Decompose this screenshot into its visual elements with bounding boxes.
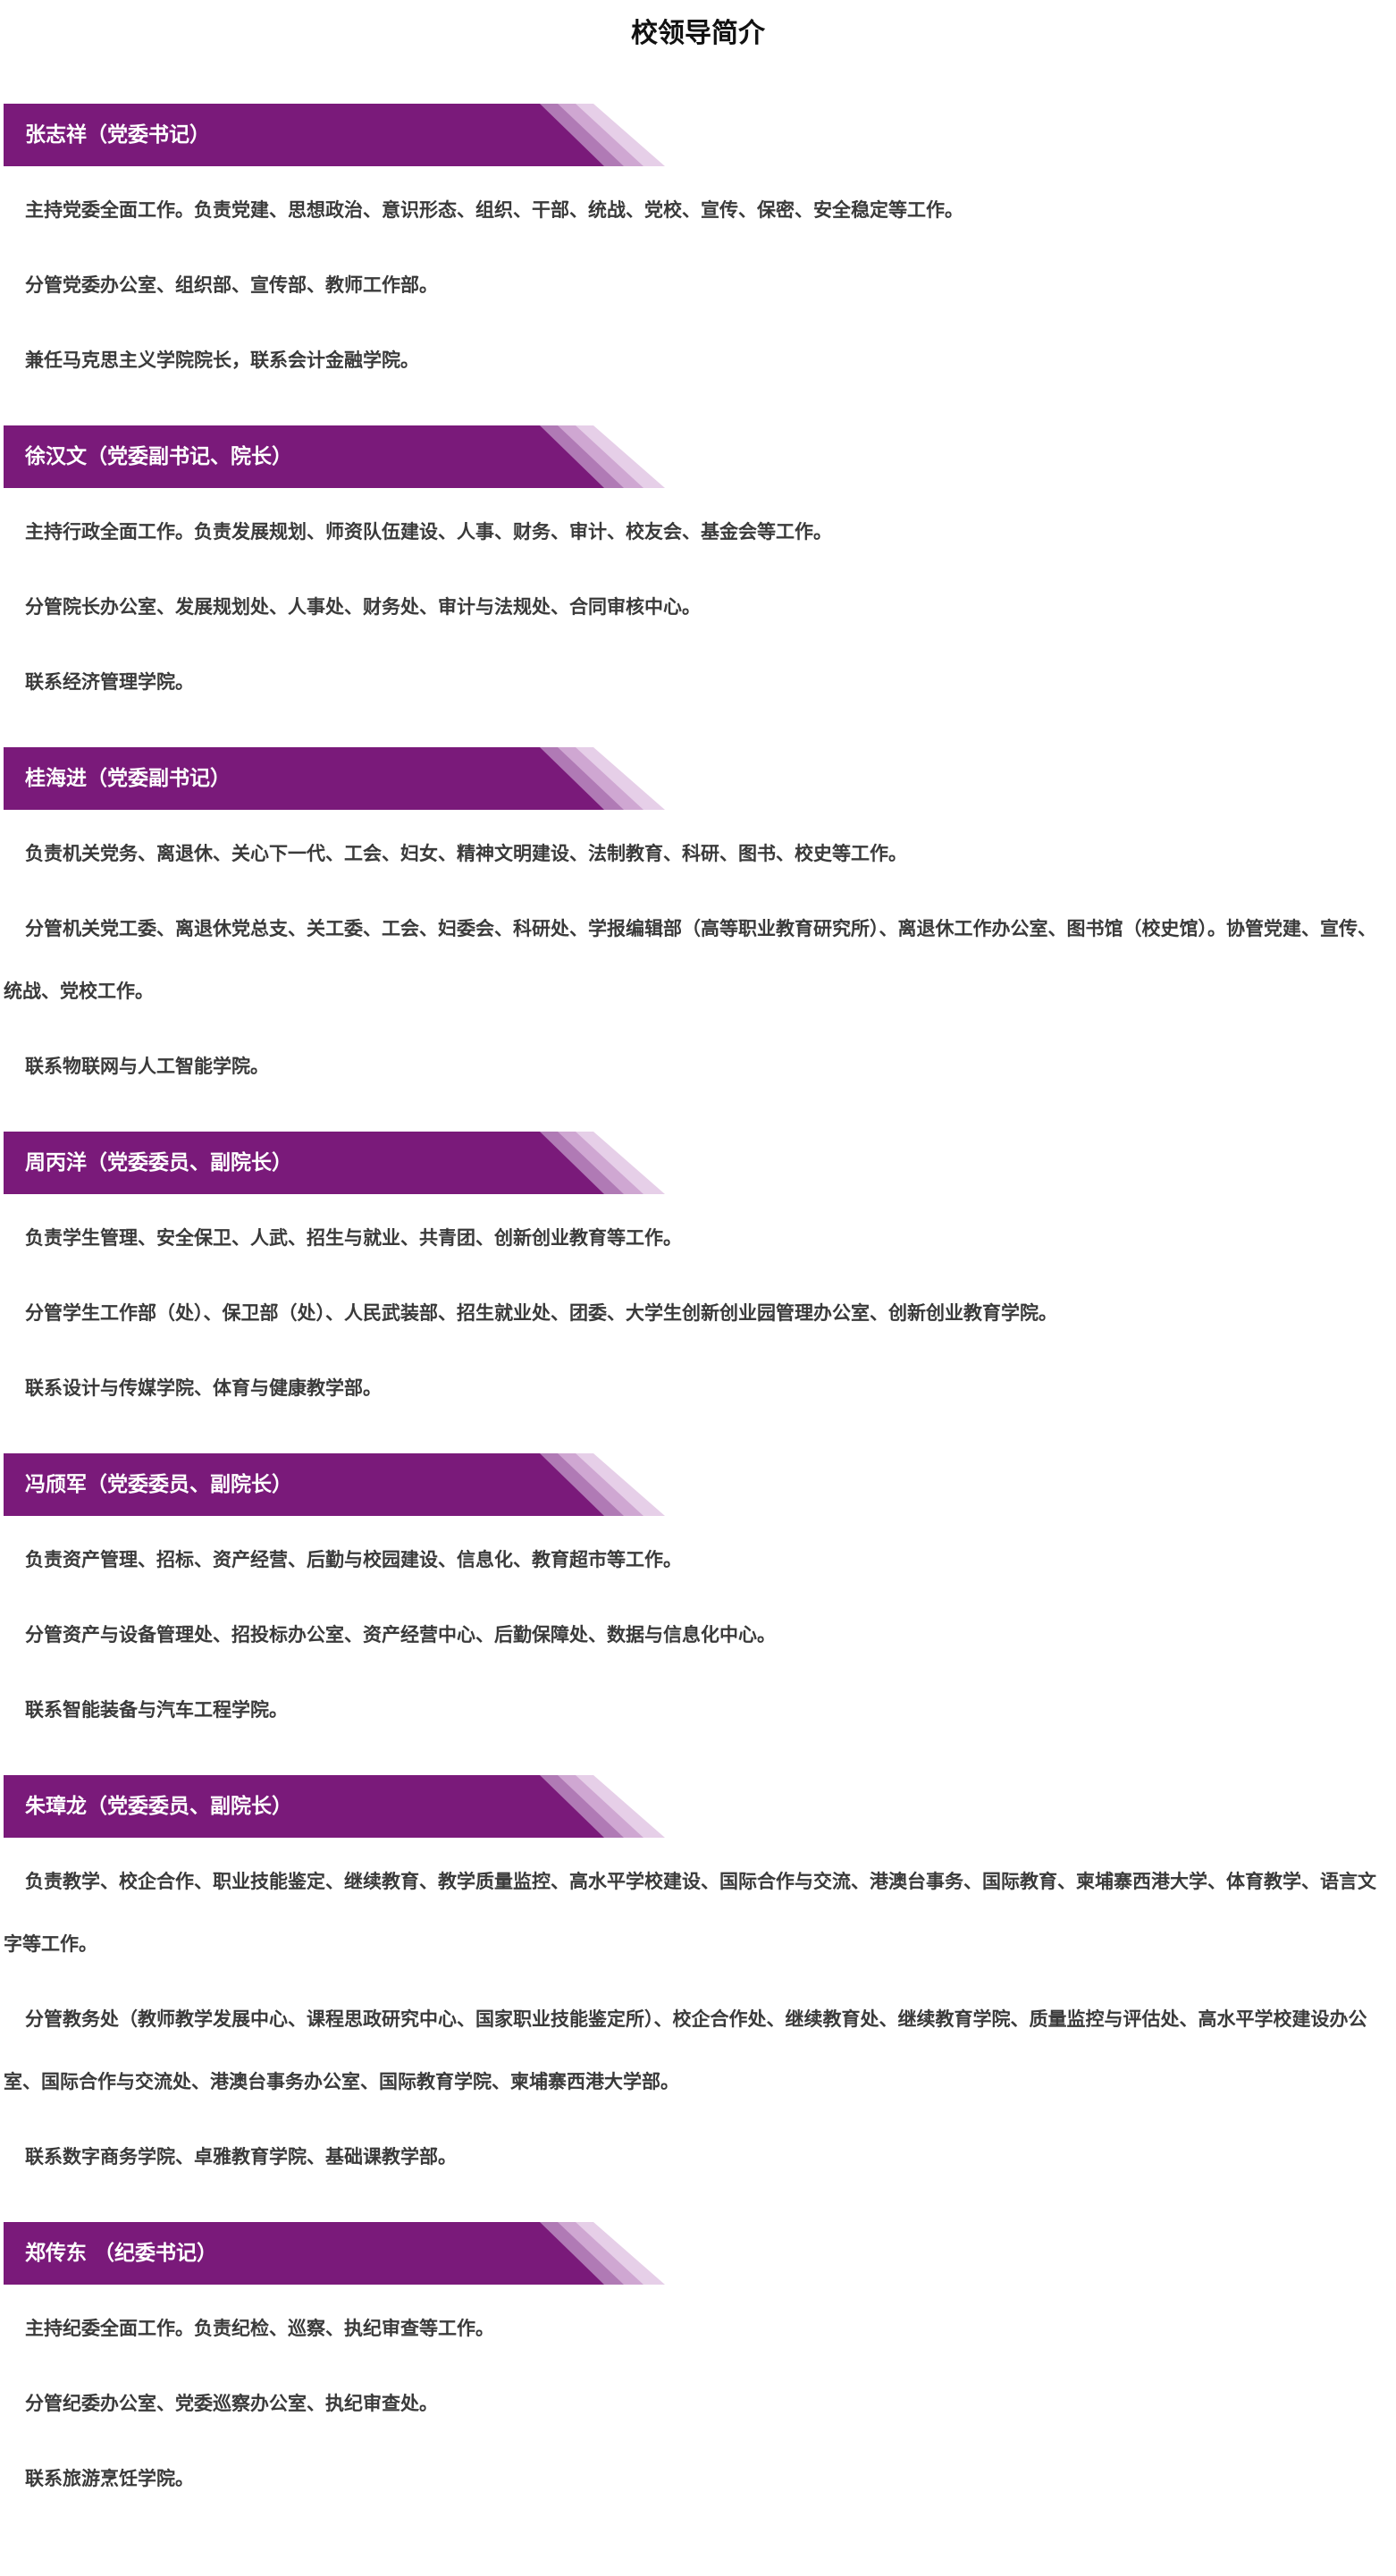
duty-paragraph: 联系物联网与人工智能学院。 [25,1056,269,1077]
leader-duties: 主持行政全面工作。负责发展规划、师资队伍建设、人事、财务、审计、校友会、基金会等… [4,501,1392,713]
leader-name-heading: 朱璋龙（党委委员、副院长） [25,1795,292,1818]
leader-section-5: 冯颀军（党委委员、副院长） 负责资产管理、招标、资产经营、后勤与校园建设、信息化… [4,1453,1392,1741]
duty-paragraph: 负责资产管理、招标、资产经营、后勤与校园建设、信息化、教育超市等工作。 [25,1549,682,1570]
leader-name-heading: 张志祥（党委书记） [25,123,210,147]
leader-name-heading: 周丙洋（党委委员、副院长） [25,1151,292,1174]
duty-paragraph: 主持行政全面工作。负责发展规划、师资队伍建设、人事、财务、审计、校友会、基金会等… [25,521,832,543]
leaders-list: 张志祥（党委书记） 主持党委全面工作。负责党建、思想政治、意识形态、组织、干部、… [0,104,1396,2510]
banner-ribbon-graphic [4,747,665,810]
leader-duties: 负责资产管理、招标、资产经营、后勤与校园建设、信息化、教育超市等工作。分管资产与… [4,1528,1392,1741]
page-title: 校领导简介 [631,18,765,49]
leader-section-7: 郑传东 （纪委书记） 主持纪委全面工作。负责纪检、巡察、执纪审查等工作。分管纪委… [4,2222,1392,2510]
leader-banner: 冯颀军（党委委员、副院长） [4,1453,665,1516]
leader-name-heading: 郑传东 （纪委书记） [25,2242,218,2265]
leader-name-heading: 桂海进（党委副书记） [25,767,231,790]
leader-section-2: 徐汉文（党委副书记、院长） 主持行政全面工作。负责发展规划、师资队伍建设、人事、… [4,425,1392,713]
duty-paragraph: 主持党委全面工作。负责党建、思想政治、意识形态、组织、干部、统战、党校、宣传、保… [25,199,963,221]
duty-paragraph: 联系数字商务学院、卓雅教育学院、基础课教学部。 [25,2146,457,2168]
leader-name-heading: 冯颀军（党委委员、副院长） [25,1473,292,1496]
leader-duties: 负责教学、校企合作、职业技能鉴定、继续教育、教学质量监控、高水平学校建设、国际合… [4,1850,1392,2188]
banner-ribbon-graphic [4,2222,665,2285]
leader-banner: 朱璋龙（党委委员、副院长） [4,1775,665,1838]
leader-section-1: 张志祥（党委书记） 主持党委全面工作。负责党建、思想政治、意识形态、组织、干部、… [4,104,1392,391]
banner-ribbon-graphic [4,1453,665,1516]
duty-paragraph: 分管纪委办公室、党委巡察办公室、执纪审查处。 [25,2393,438,2414]
duty-paragraph: 分管学生工作部（处）、保卫部（处）、人民武装部、招生就业处、团委、大学生创新创业… [25,1302,1057,1324]
leader-banner: 张志祥（党委书记） [4,104,665,166]
duty-paragraph: 兼任马克思主义学院院长，联系会计金融学院。 [25,349,419,371]
banner-ribbon-graphic [4,1132,665,1194]
duty-paragraph: 分管资产与设备管理处、招投标办公室、资产经营中心、后勤保障处、数据与信息化中心。 [25,1624,776,1646]
leader-section-4: 周丙洋（党委委员、副院长） 负责学生管理、安全保卫、人武、招生与就业、共青团、创… [4,1132,1392,1419]
duty-paragraph: 主持纪委全面工作。负责纪检、巡察、执纪审查等工作。 [25,2318,494,2339]
duty-paragraph: 联系智能装备与汽车工程学院。 [25,1699,288,1721]
leader-section-3: 桂海进（党委副书记） 负责机关党务、离退休、关心下一代、工会、妇女、精神文明建设… [4,747,1392,1098]
banner-ribbon-graphic [4,425,665,488]
leader-banner: 周丙洋（党委委员、副院长） [4,1132,665,1194]
banner-ribbon-graphic [4,1775,665,1838]
leader-banner: 徐汉文（党委副书记、院长） [4,425,665,488]
duty-paragraph: 负责学生管理、安全保卫、人武、招生与就业、共青团、创新创业教育等工作。 [25,1227,682,1249]
leader-duties: 负责机关党务、离退休、关心下一代、工会、妇女、精神文明建设、法制教育、科研、图书… [4,822,1392,1098]
duty-paragraph: 分管院长办公室、发展规划处、人事处、财务处、审计与法规处、合同审核中心。 [25,596,701,618]
leader-duties: 负责学生管理、安全保卫、人武、招生与就业、共青团、创新创业教育等工作。分管学生工… [4,1207,1392,1419]
duty-paragraph: 负责教学、校企合作、职业技能鉴定、继续教育、教学质量监控、高水平学校建设、国际合… [4,1871,1376,1955]
duty-paragraph: 分管机关党工委、离退休党总支、关工委、工会、妇委会、科研处、学报编辑部（高等职业… [4,918,1376,1002]
duty-paragraph: 分管党委办公室、组织部、宣传部、教师工作部。 [25,274,438,296]
duty-paragraph: 联系旅游烹饪学院。 [25,2468,194,2489]
duty-paragraph: 分管教务处（教师教学发展中心、课程思政研究中心、国家职业技能鉴定所）、校企合作处… [4,2008,1367,2092]
leader-banner: 桂海进（党委副书记） [4,747,665,810]
leader-duties: 主持纪委全面工作。负责纪检、巡察、执纪审查等工作。分管纪委办公室、党委巡察办公室… [4,2297,1392,2510]
duty-paragraph: 联系经济管理学院。 [25,671,194,693]
leader-name-heading: 徐汉文（党委副书记、院长） [25,445,292,468]
leader-duties: 主持党委全面工作。负责党建、思想政治、意识形态、组织、干部、统战、党校、宣传、保… [4,179,1392,391]
duty-paragraph: 联系设计与传媒学院、体育与健康教学部。 [25,1377,382,1399]
leader-section-6: 朱璋龙（党委委员、副院长） 负责教学、校企合作、职业技能鉴定、继续教育、教学质量… [4,1775,1392,2188]
banner-ribbon-graphic [4,104,665,166]
leader-banner: 郑传东 （纪委书记） [4,2222,665,2285]
duty-paragraph: 负责机关党务、离退休、关心下一代、工会、妇女、精神文明建设、法制教育、科研、图书… [25,843,907,864]
